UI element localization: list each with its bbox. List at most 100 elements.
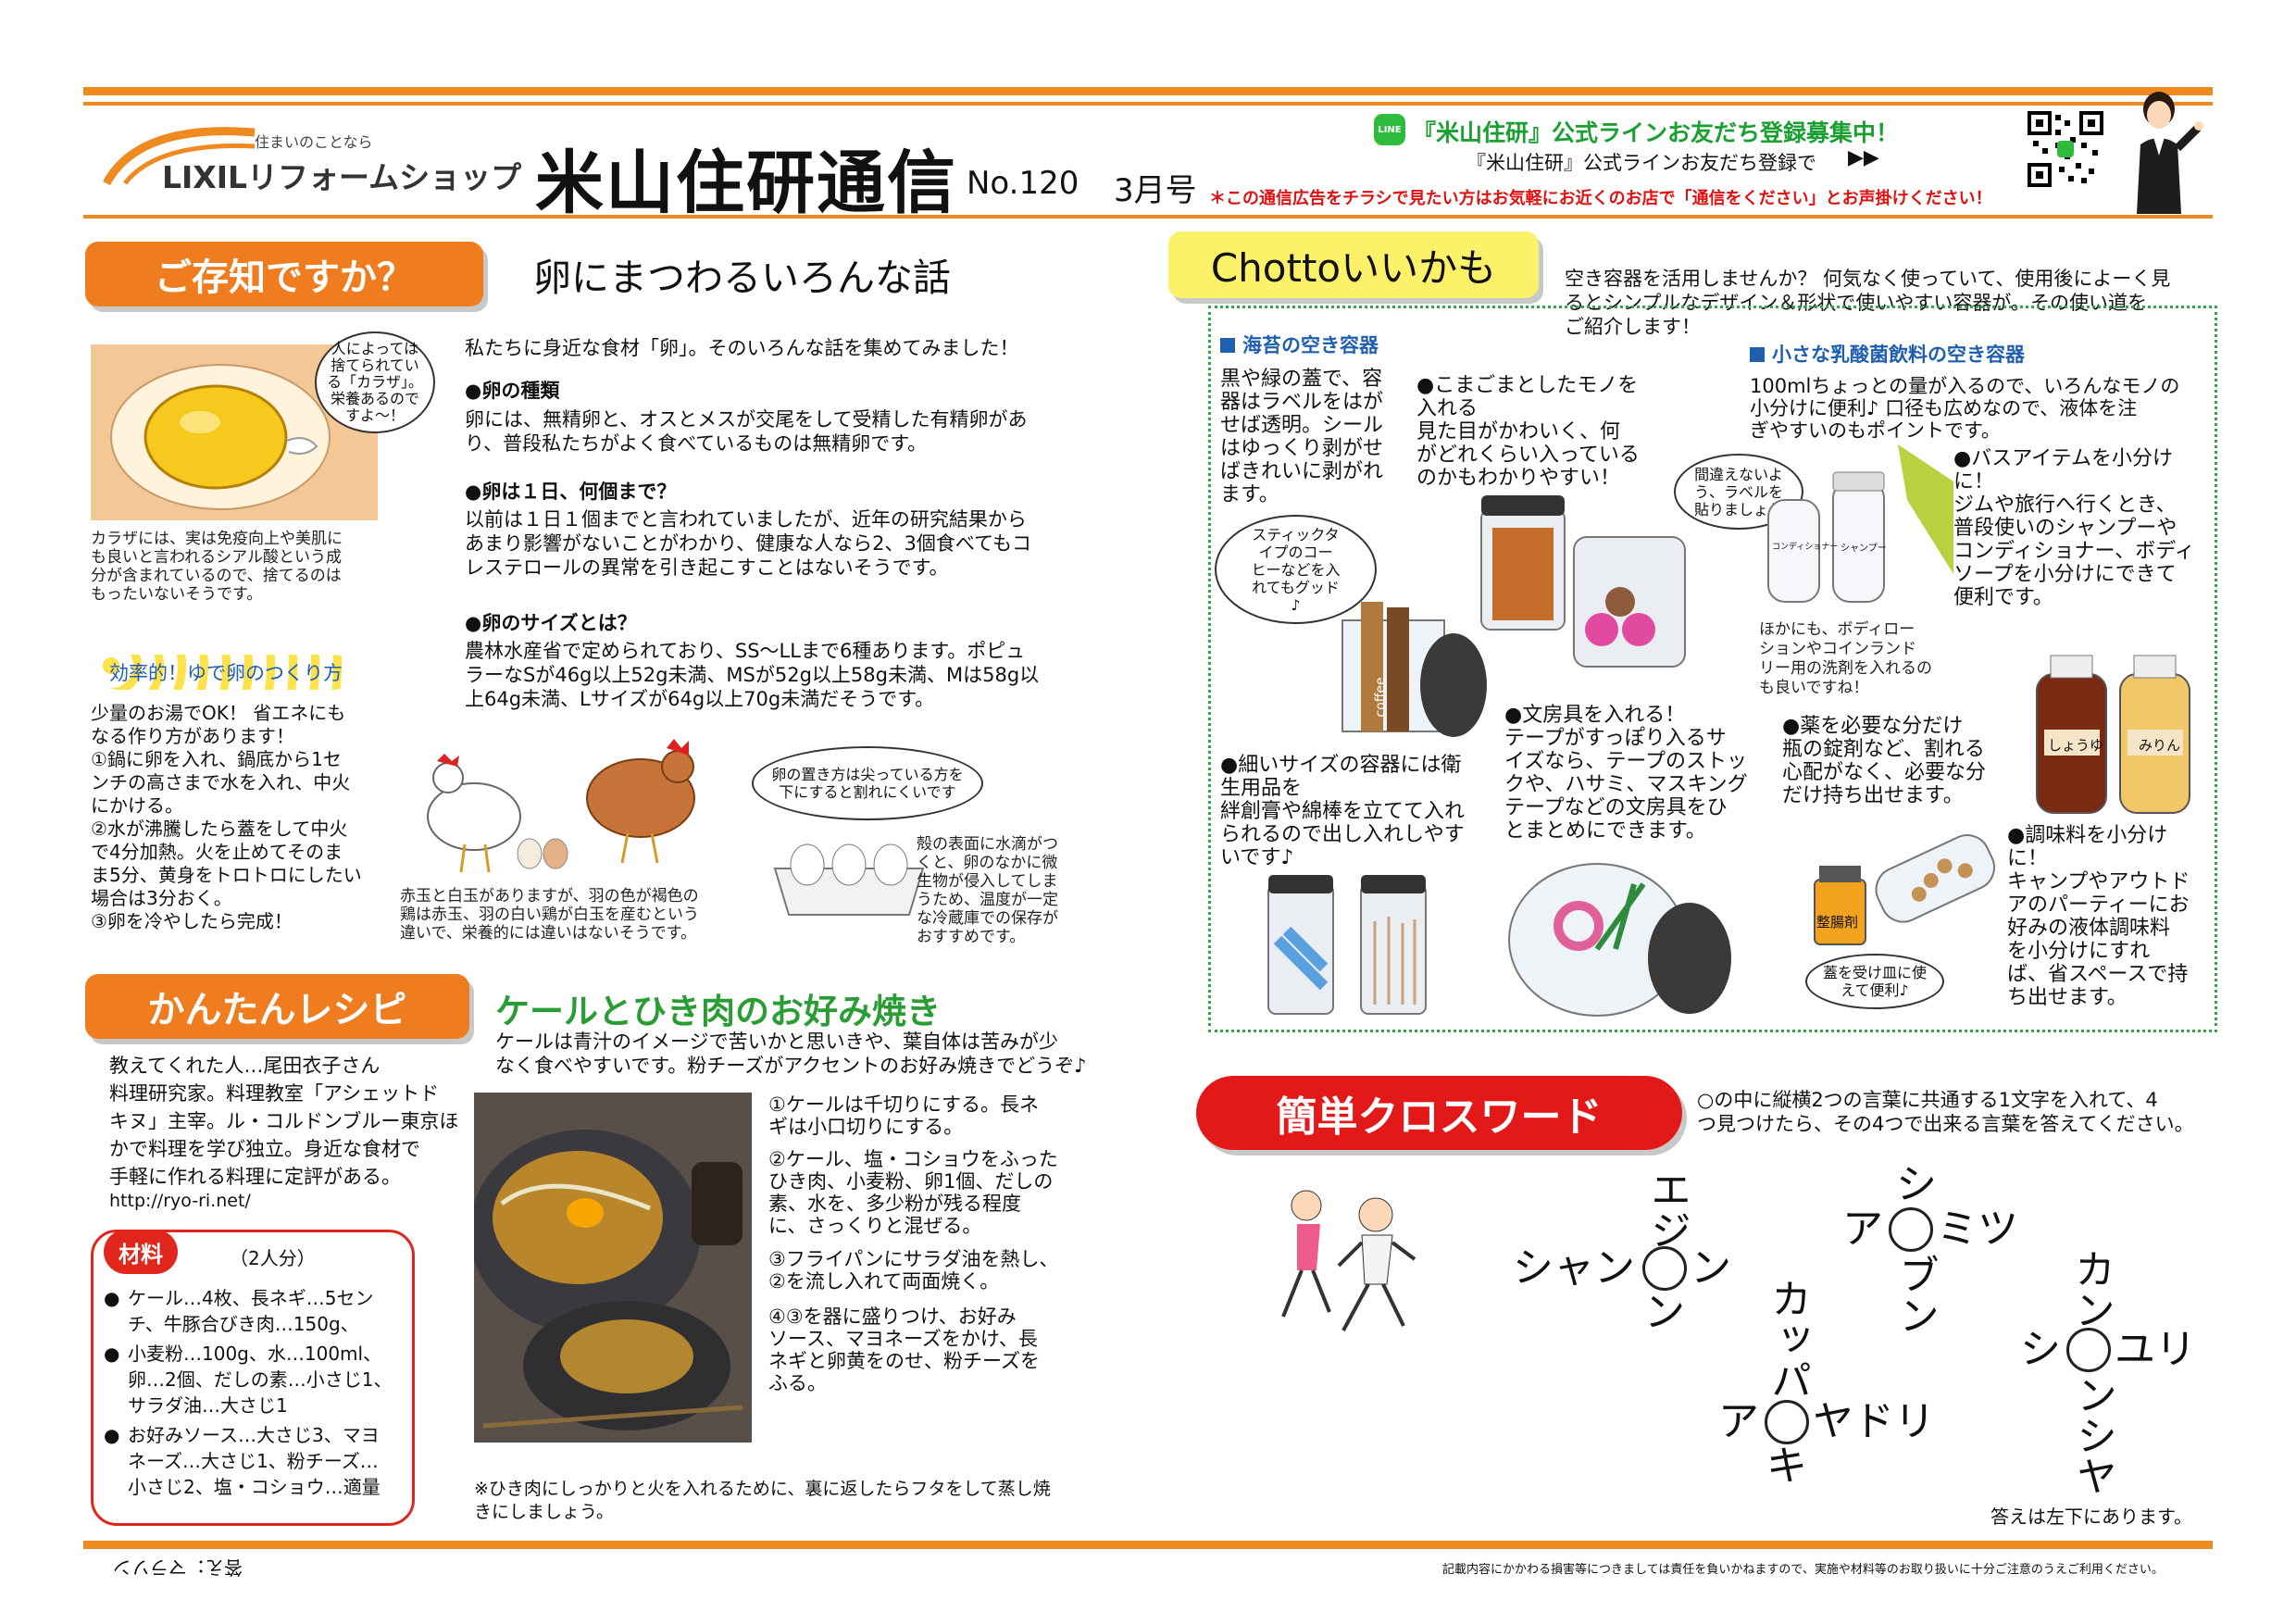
flyer-notice: ＊この通信広告をチラシで見たい方はお気軽にお近くのお店で「通信をください」とお声… <box>1209 189 1992 208</box>
karaza-caption: カラザには、実は免疫向上や美肌に も良いと言われるシアル酸という成 分が含まれて… <box>91 530 343 604</box>
egg-storage-caption: 殻の表面に水滴がつ くと、卵のなかに微 生物が侵入してしま うため、温度が一定 … <box>917 835 1058 946</box>
recipe-step-2: ②ケール、塩・コショウをふった ひき肉、小麦粉、卵1個、だしの 素、水を、多少粉… <box>768 1148 1058 1237</box>
recipe-section-badge: かんたんレシピ <box>85 974 469 1039</box>
komagoma-text: ●こまごまとしたモノを 入れる 見た目がかわいく、何 がどれくらい入っている の… <box>1416 374 1640 490</box>
ingredients-label: 材料 <box>104 1230 178 1274</box>
bath-text: ●バスアイテムを小分け に！ ジムや旅行へ行くとき、 普段使いのシャンプーや コ… <box>1953 447 2195 609</box>
nori-title: 海苔の空き容器 <box>1220 333 1379 357</box>
runners-illustration <box>1281 1190 1416 1331</box>
conditioner-label: コンディショナー <box>1772 543 1839 552</box>
puzzle2-across-after: ミツ <box>1937 1206 2018 1253</box>
ingredient-item: ●お好みソース…大さじ3、マヨ ネーズ…大さじ1、粉チーズ… 小さじ2、塩・コシ… <box>104 1424 381 1498</box>
puzzle4-down-after: ンシヤ <box>2069 1374 2116 1496</box>
puzzle2-answer-circle[interactable] <box>1889 1207 1933 1252</box>
chotto-intro: 空き容器を活用しませんか？ 何気なく使っていて、使用後によーく見 るとシンプルな… <box>1565 268 2171 338</box>
bottom-stripe <box>83 1541 2213 1549</box>
puzzle4-down-before: カン <box>2067 1248 2115 1330</box>
qr-code-icon[interactable] <box>2028 111 2103 187</box>
karaza-speech-bubble: 人によっては 捨てられてい る「カラザ」。 栄養あるので すよ～！ <box>315 331 435 433</box>
hen-egg-color-caption: 赤玉と白玉がありますが、羽の色が褐色の 鶏は赤玉、羽の白い鶏が白玉を産むという … <box>400 887 699 943</box>
chotto-section-badge: Chottoいいかも <box>1168 231 1539 298</box>
egg-types-heading: ●卵の種類 <box>465 380 560 402</box>
ingredient-item: ●小麦粉…100g、水…100ml、 卵…2個、だしの素…小さじ1、 サラダ油…… <box>104 1343 393 1417</box>
chickens-illustration <box>427 739 695 873</box>
egg-size-text: 農林水産省で定められており、SS～LLまで6種あります。ポピュ ラーなSが46g… <box>465 640 1040 710</box>
egg-carton-illustration <box>773 843 925 916</box>
nori-container-snacks-illustration <box>1480 495 1686 668</box>
know-heading: 卵にまつわるいろんな話 <box>533 256 951 300</box>
egg-placement-bubble: 卵の置き方は尖っている方を 下にすると割れにくいです <box>752 746 983 820</box>
recipe-note: ※ひき肉にしっかりと火を入れるために、裏に返したらフタをして蒸し焼 きにしましょ… <box>474 1479 1051 1522</box>
boiled-egg-title: 効率的！ゆで卵のつくり方 <box>100 655 352 690</box>
okonomiyaki-photo <box>474 1093 752 1443</box>
egg-types-text: 卵には、無精卵と、オスとメスが交尾をして受精した有精卵があ り、普段私たちがよく… <box>465 408 1028 455</box>
puzzle2-down-after: ブン <box>1891 1254 1939 1335</box>
mirin-label: みりん <box>2139 737 2181 754</box>
kusuri-text: ●薬を必要な分だけ 瓶の錠剤など、割れる 心配がなく、必要な分 だけ持ち出せます… <box>1782 715 1987 807</box>
crossword-section-badge: 簡単クロスワード <box>1196 1076 1682 1150</box>
staff-woman-illustration <box>2137 92 2203 214</box>
puzzle4-across-before: シ <box>2020 1326 2061 1373</box>
seasoning-bottles-illustration <box>2036 655 2190 814</box>
logo-brand: LIXILリフォームショップ <box>162 159 522 195</box>
recipe-step-3: ③フライパンにサラダ油を熱し、 ②を流し入れて両面焼く。 <box>768 1248 1059 1293</box>
recipe-teacher: 教えてくれた人…尾田衣子さん 料理研究家。料理教室「アシェットド キヌ」主宰。ル… <box>109 1055 459 1188</box>
puzzle2-across-before: ア <box>1842 1206 1883 1253</box>
egg-size-heading: ●卵のサイズとは？ <box>465 612 637 634</box>
ingredient-item: ●ケール…4枚、長ネギ…5セン チ、牛豚合びき肉…150g、 <box>104 1287 374 1335</box>
nori-text: 黒や緑の蓋で、容 器はラベルをはが せば透明。シール はゆっくり剥がせ ばきれい… <box>1220 368 1384 506</box>
line-arrow-icon: ▶▶ <box>1848 146 1879 169</box>
shampoo-label: シャンプー <box>1841 543 1887 554</box>
top-stripe-2 <box>83 102 2213 106</box>
issue-month: 3月号 <box>1114 172 1197 209</box>
issue-number: No.120 <box>967 165 1079 202</box>
recipe-lead: ケールは青汁のイメージで苦いかと思いきや、葉自体は苦みが少 なく食べやすいです。… <box>495 1031 1087 1077</box>
other-uses-caption: ほかにも、ボディロー ションやコインランド リー用の洗剤を入れるの も良いですね… <box>1759 620 1932 697</box>
ingredients-serving: （2人分） <box>230 1247 316 1269</box>
crossword-intro: ○の中に縦横2つの言葉に共通する1文字を入れて、4 つ見つけたら、その4つで出来… <box>1697 1089 2194 1135</box>
puzzle3-down-after: キ <box>1766 1443 1807 1490</box>
recipe-url[interactable]: http://ryo-ri.net/ <box>109 1191 251 1211</box>
bungu-text: ●文房具を入れる！ テープがすっぽり入るサ イズなら、テープのストッ クや、ハサ… <box>1504 704 1748 843</box>
logo-tagline: 住まいのことなら <box>255 133 373 151</box>
line-icon: LINE <box>1374 114 1405 145</box>
stationery-container-illustration <box>1508 863 1731 1017</box>
ingredients-box <box>91 1230 415 1526</box>
line-campaign-title: 『米山住研』公式ラインお友だち登録募集中！ <box>1413 119 1900 146</box>
puzzle3-answer-circle[interactable] <box>1765 1400 1809 1444</box>
eggs-per-day-text: 以前は１日１個までと言われていましたが、近年の研究結果から あまり影響がないこと… <box>465 508 1031 579</box>
footer-disclaimer: 記載内容にかかわる損害等につきましては責任を負いかねますので、実施や材料等のお取… <box>1442 1563 2164 1577</box>
puzzle1-answer-circle[interactable] <box>1642 1246 1687 1291</box>
nori-container-coffee-illustration <box>1341 602 1487 737</box>
recipe-step-4: ④③を器に盛りつけ、お好み ソース、マヨネーズをかけ、長 ネギと卵黄をのせ、粉チ… <box>768 1305 1040 1394</box>
yakult-bottles-illustration <box>1767 444 1953 603</box>
puzzle1-across-after: ン <box>1691 1244 1731 1292</box>
shoyu-label: しょうゆ <box>2048 737 2104 754</box>
medicine-bottle-illustration <box>1814 834 1995 945</box>
line-campaign-sub: 『米山住研』公式ラインお友だち登録で <box>1466 152 1816 174</box>
egg-intro: 私たちに身近な食材「卵」。そのいろんな話を集めてみました！ <box>465 337 1019 359</box>
recipe-step-1: ①ケールは千切りにする。長ネ ギは小口切りにする。 <box>768 1093 1040 1138</box>
stick-coffee-bubble: スティックタ イプのコー ヒーなどを入 れてもグッド ♪ <box>1215 515 1377 624</box>
puzzle1-down-after: ン <box>1644 1289 1685 1336</box>
hosoi-text: ●細いサイズの容器には衛 生用品を 絆創膏や綿棒を立てて入れ られるので出し入れ… <box>1220 754 1466 869</box>
lid-bubble: 蓋を受け皿に使 えて便利♪ <box>1805 954 1944 1009</box>
coffee-label: coffee <box>1373 677 1389 718</box>
yakult-title: 小さな乳酸菌飲料の空き容器 <box>1750 343 2025 367</box>
chomi-text: ●調味料を小分け に！ キャンプやアウトド アのパーティーにお 好みの液体調味料… <box>2007 824 2190 1009</box>
puzzle3-across-after: ヤドリ <box>1813 1398 1935 1445</box>
label-bubble: 間違えないよ う、ラベルを 貼りましょう <box>1674 454 1803 530</box>
lixil-logo-swoosh-icon <box>103 127 256 186</box>
puzzle2-down-before: シ <box>1896 1161 1937 1208</box>
square-bullet-icon <box>1220 338 1235 353</box>
page-title: 米山住研通信 <box>535 144 957 223</box>
yakult-text: 100mlちょっとの量が入るので、いろんなモノの 小分けに便利♪ 口径も広めなの… <box>1750 375 2180 442</box>
chotto-dotted-frame <box>1208 306 2217 1032</box>
recipe-heading: ケールとひき肉のお好み焼き <box>495 992 941 1031</box>
puzzle1-down-before: エジ <box>1643 1168 1691 1250</box>
puzzle1-across-before: シャン <box>1513 1244 1635 1292</box>
puzzle4-answer-circle[interactable] <box>2066 1328 2111 1372</box>
know-section-badge: ご存知ですか？ <box>85 242 483 306</box>
small-containers-illustration <box>1267 875 1427 1015</box>
boiled-egg-steps: 少量のお湯でOK！ 省エネにも なる作り方があります！ ①鍋に卵を入れ、鍋底から… <box>91 702 362 932</box>
